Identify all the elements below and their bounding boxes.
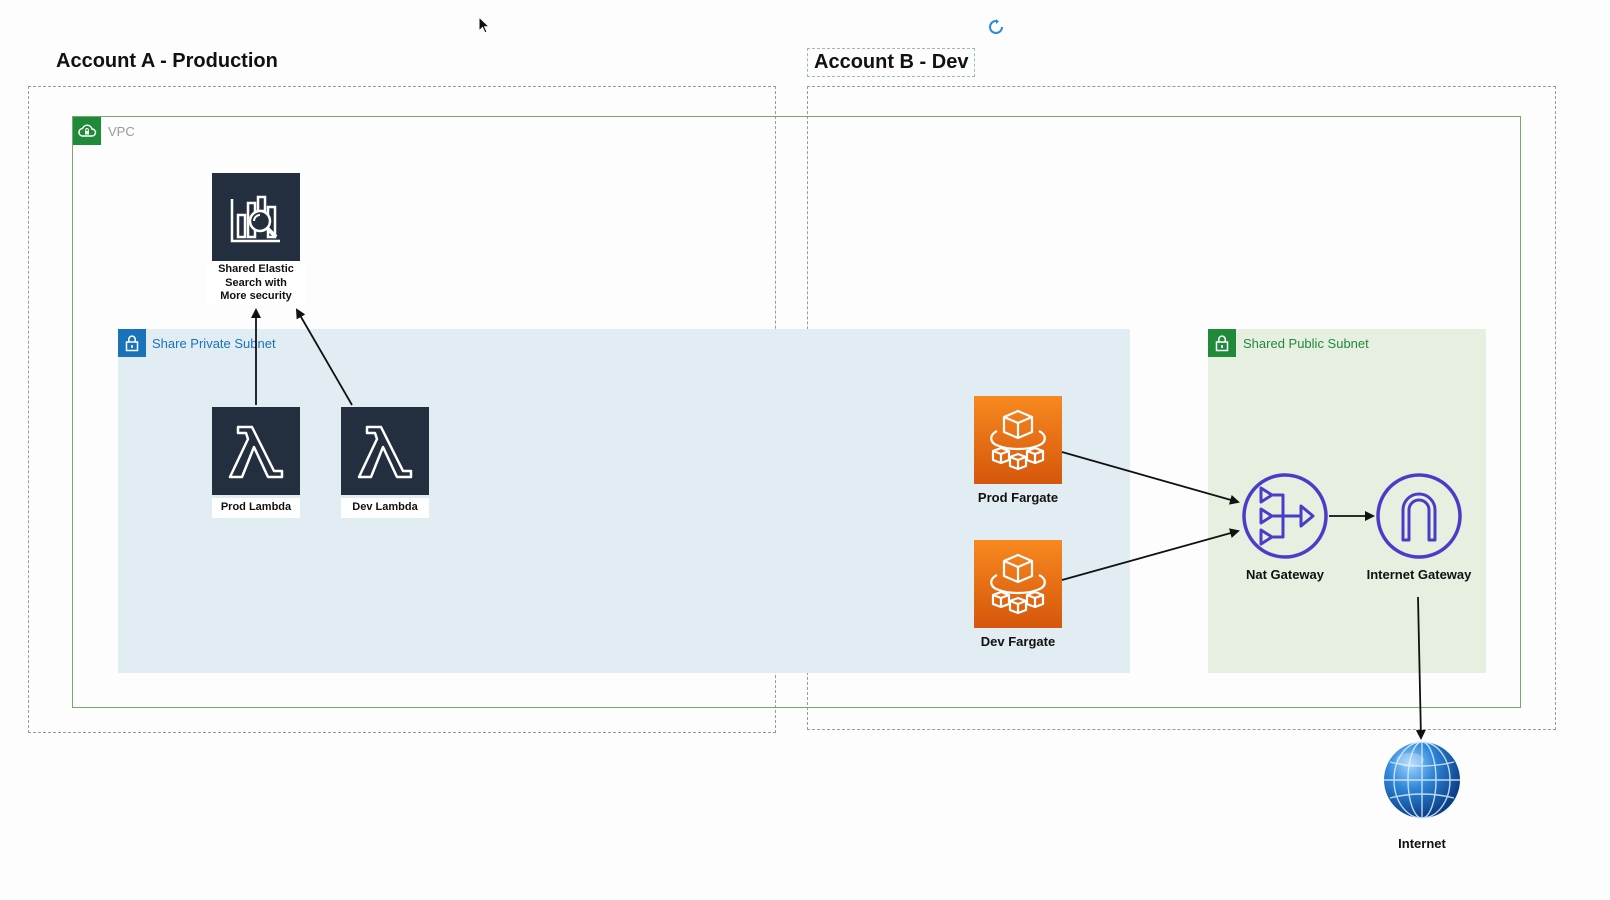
public-subnet-label: Shared Public Subnet <box>1243 336 1369 351</box>
elasticsearch-icon[interactable] <box>212 173 300 261</box>
elasticsearch-label: Shared Elastic Search with More security <box>206 263 306 304</box>
public-subnet <box>1208 329 1486 673</box>
fargate-icon[interactable] <box>974 396 1062 484</box>
private-subnet-label: Share Private Subnet <box>152 336 276 351</box>
mouse-cursor-icon <box>478 16 491 34</box>
nat-gateway-icon[interactable] <box>1241 472 1329 560</box>
lambda-icon[interactable] <box>341 407 429 495</box>
vpc-label: VPC <box>108 124 135 139</box>
lambda-icon[interactable] <box>212 407 300 495</box>
loading-spinner-icon <box>989 19 1003 34</box>
lock-icon <box>118 329 146 357</box>
account-a-title: Account A - Production <box>56 50 278 72</box>
vpc-boundary <box>72 116 1521 708</box>
internet-label: Internet <box>1398 836 1446 851</box>
internet-gateway-label: Internet Gateway <box>1366 567 1472 582</box>
cloud-lock-icon <box>73 117 101 145</box>
dev-fargate-label: Dev Fargate <box>980 634 1056 649</box>
prod-lambda-label: Prod Lambda <box>212 498 300 518</box>
prod-fargate-label: Prod Fargate <box>977 490 1059 505</box>
nat-gateway-label: Nat Gateway <box>1245 567 1325 582</box>
internet-gateway-icon[interactable] <box>1375 472 1463 560</box>
dev-lambda-label: Dev Lambda <box>341 498 429 518</box>
fargate-icon[interactable] <box>974 540 1062 628</box>
account-b-title: Account B - Dev <box>807 48 976 77</box>
lock-icon <box>1208 329 1236 357</box>
globe-icon[interactable] <box>1382 740 1462 820</box>
